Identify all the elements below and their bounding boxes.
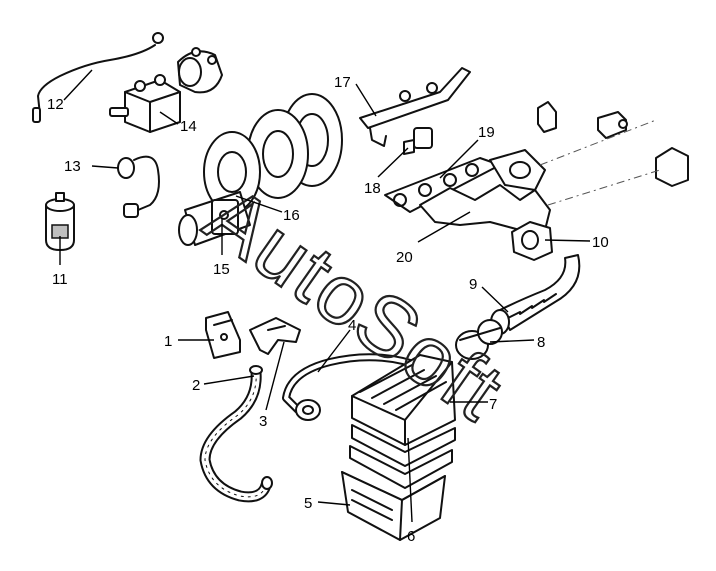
alignment-lines <box>539 119 661 206</box>
callout-numbers: 1 2 3 4 5 6 7 8 9 10 11 12 13 14 15 16 1… <box>47 74 609 545</box>
part-11-canister <box>45 192 75 251</box>
callout-19: 19 <box>478 124 495 141</box>
part-20-exhaust-manifold <box>419 149 551 231</box>
part-15-pump <box>178 191 251 246</box>
callout-5: 5 <box>304 495 312 512</box>
callout-17: 17 <box>334 74 351 91</box>
part-10-connector <box>511 221 553 261</box>
part-9-intake-hose <box>490 254 581 335</box>
parts-injectors <box>537 101 689 187</box>
part-4-breather-hose <box>282 353 429 421</box>
callout-18: 18 <box>364 180 381 197</box>
part-5-filter-housing <box>341 471 446 541</box>
part-3-mount <box>249 317 301 355</box>
part-8-valve <box>455 319 503 360</box>
part-17-fuel-rail <box>359 67 471 147</box>
part-6-filter-element <box>349 424 456 489</box>
part-1-bracket <box>205 311 241 359</box>
callout-14: 14 <box>180 118 197 135</box>
part-13-sensor <box>117 155 160 218</box>
part-16-pulleys <box>203 93 343 213</box>
callout-10: 10 <box>592 234 609 251</box>
part-7-filter-cover <box>351 354 456 446</box>
callout-20: 20 <box>396 249 413 266</box>
part-2-corrugated-hose <box>199 365 273 503</box>
callout-6: 6 <box>407 528 415 545</box>
callout-1: 1 <box>164 333 172 350</box>
callout-12: 12 <box>47 96 64 113</box>
callout-4: 4 <box>348 317 356 334</box>
callout-7: 7 <box>489 396 497 413</box>
part-14-actuator <box>109 47 223 133</box>
part-12-sensor-cable <box>32 32 164 123</box>
callout-13: 13 <box>64 158 81 175</box>
callout-9: 9 <box>469 276 477 293</box>
part-18-sensor <box>403 127 433 155</box>
callout-15: 15 <box>213 261 230 278</box>
callout-11: 11 <box>52 271 68 288</box>
callout-3: 3 <box>259 413 267 430</box>
callout-2: 2 <box>192 377 200 394</box>
callout-8: 8 <box>537 334 545 351</box>
leader-lines <box>59 69 591 523</box>
callout-16: 16 <box>283 207 300 224</box>
